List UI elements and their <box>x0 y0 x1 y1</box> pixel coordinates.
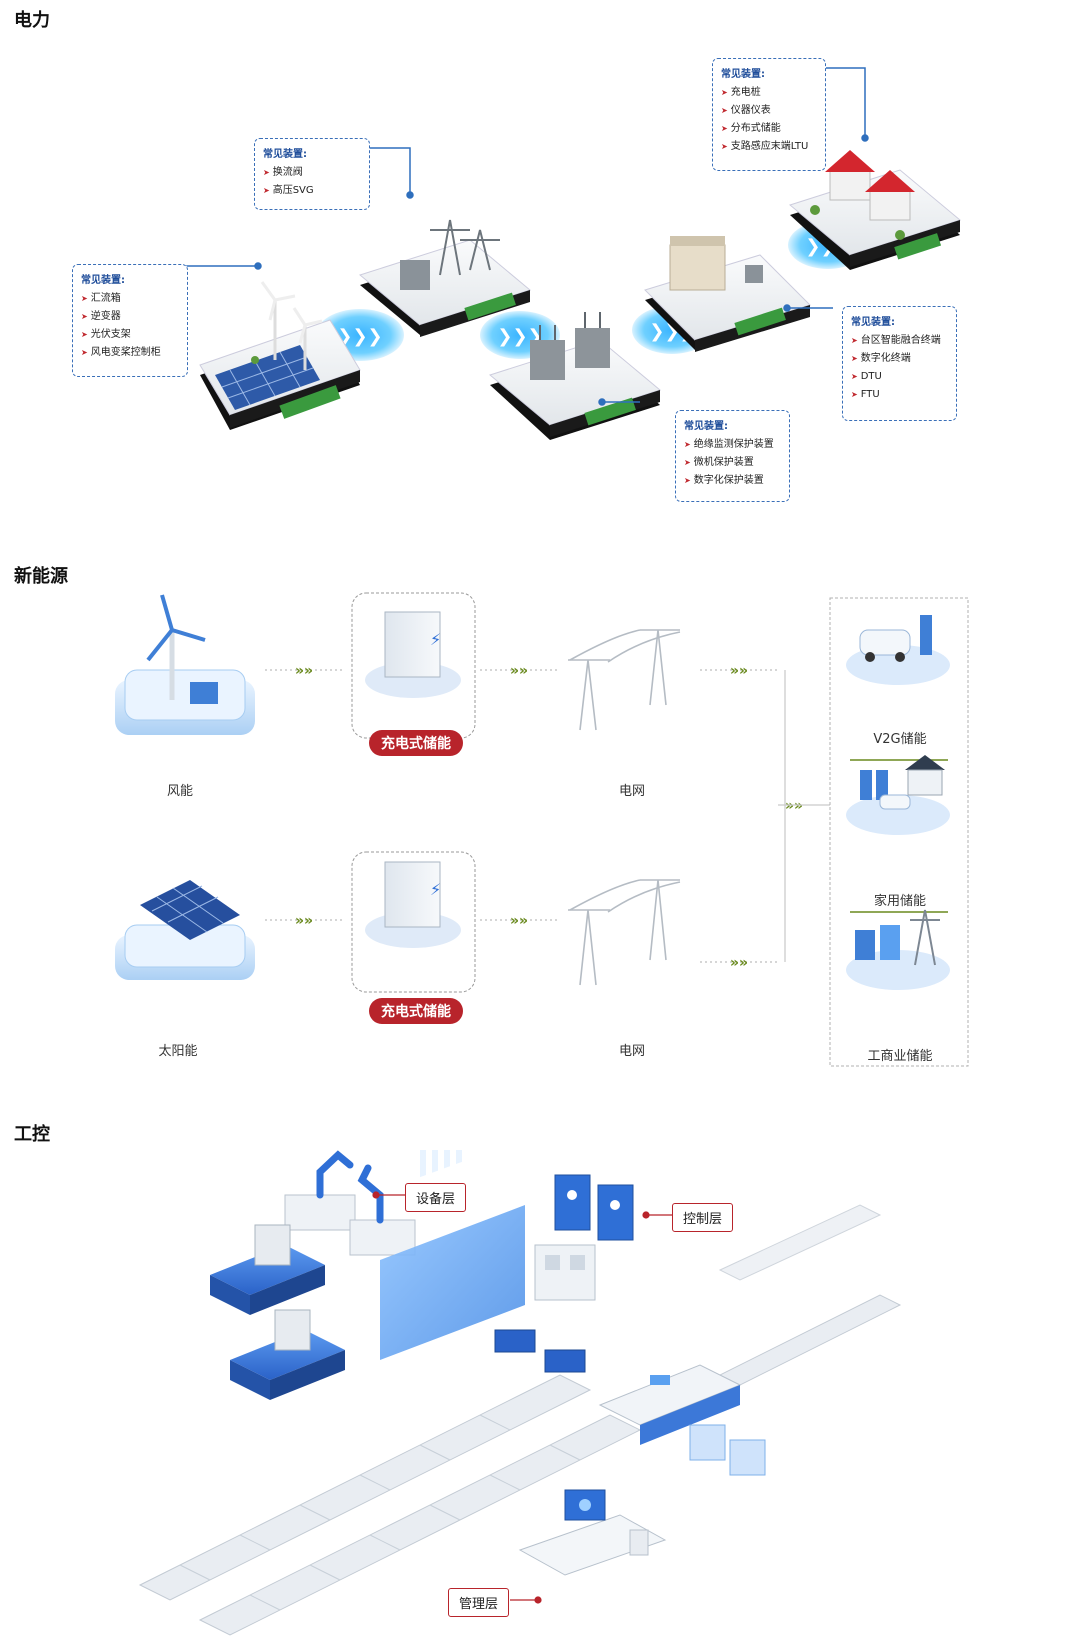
leader-lines <box>180 67 869 406</box>
storage-frame-2: ⚡ <box>351 851 476 993</box>
management-layer-label: 管理层 <box>448 1588 510 1617</box>
grid-tower-icon-2 <box>568 879 681 986</box>
svg-text:»»: »» <box>730 955 748 971</box>
svg-text:»»: »» <box>785 798 803 814</box>
device-item: 支路感应末端LTU <box>721 138 817 156</box>
cnc-machine-icon-2 <box>230 1309 345 1400</box>
svg-text:»»: »» <box>295 663 313 679</box>
device-item: 光伏支架 <box>81 326 179 344</box>
device-box-generation: 常见装置: 汇流箱 逆变器 光伏支架 风电变桨控制柜 <box>72 264 188 377</box>
v2g-icon <box>846 615 950 685</box>
device-item: 充电桩 <box>721 84 817 102</box>
wind-energy-icon <box>115 594 255 735</box>
flow-dots <box>265 669 780 963</box>
device-item: 数字化终端 <box>851 350 948 368</box>
storage-tag-2: 充电式储能 <box>369 998 463 1024</box>
device-item: FTU <box>851 386 948 404</box>
svg-text:»»: »» <box>730 663 748 679</box>
cnc-machine-icon-1 <box>210 1224 325 1315</box>
device-item: 高压SVG <box>263 182 361 200</box>
control-console-icon <box>598 1364 742 1445</box>
new-energy-diagram: »» »» »» »» »» »» »» ⚡ ⚡ <box>115 592 969 1067</box>
section-title-industrial: 工控 <box>14 1124 50 1145</box>
storage-frame-1: ⚡ <box>351 592 476 739</box>
device-item: 换流阀 <box>263 164 361 182</box>
dashboard-screen <box>380 1150 525 1360</box>
wind-label: 风能 <box>166 784 193 799</box>
robot-arm-icon-2 <box>349 1164 416 1256</box>
svg-text:⚡: ⚡ <box>430 880 441 899</box>
device-item: 数字化保护装置 <box>684 472 781 490</box>
device-item: 风电变桨控制柜 <box>81 344 179 362</box>
svg-text:❯❯❯: ❯❯❯ <box>337 326 382 347</box>
control-cabinet-icon <box>554 1174 634 1241</box>
output-label-commercial: 工商业储能 <box>867 1049 933 1064</box>
home-storage-icon <box>846 755 950 835</box>
device-item: 台区智能融合终端 <box>851 332 948 350</box>
device-item: 汇流箱 <box>81 290 179 308</box>
device-box-substation: 常见装置: 绝缘监测保护装置 微机保护装置 数字化保护装置 <box>675 410 790 502</box>
substation-block <box>488 312 662 440</box>
device-item: 绝缘监测保护装置 <box>684 436 781 454</box>
output-label-home: 家用储能 <box>873 894 926 909</box>
generation-block <box>199 281 361 430</box>
solar-label: 太阳能 <box>158 1044 198 1059</box>
svg-text:»»: »» <box>510 913 528 929</box>
flow-chevrons: »» »» »» »» »» »» »» <box>295 663 803 971</box>
svg-text:»»: »» <box>295 913 313 929</box>
section-title-new-energy: 新能源 <box>14 566 68 587</box>
industrial-diagram <box>138 1150 902 1636</box>
device-item: DTU <box>851 368 948 386</box>
device-item: 逆变器 <box>81 308 179 326</box>
power-chain-diagram: ❯❯❯ ❯❯❯ ❯❯❯ ❯❯❯ <box>180 67 962 440</box>
control-layer-label: 控制层 <box>672 1203 734 1232</box>
management-desk-icon <box>518 1489 667 1576</box>
solar-energy-icon <box>115 880 255 980</box>
device-item: 仪器仪表 <box>721 102 817 120</box>
callout-pointers <box>372 1191 672 1604</box>
device-box-consumption: 常见装置: 充电桩 仪器仪表 分布式储能 支路感应末端LTU <box>712 58 826 171</box>
distribution-block <box>644 236 811 352</box>
device-box-transmission: 常见装置: 换流阀 高压SVG <box>254 138 370 210</box>
robot-arm-icon-1 <box>284 1150 356 1231</box>
device-item: 分布式储能 <box>721 120 817 138</box>
equipment-layer-label: 设备层 <box>405 1183 467 1212</box>
conveyor-belts <box>138 1204 902 1636</box>
factory-building-icon <box>534 1244 596 1301</box>
output-label-v2g: V2G储能 <box>873 732 927 747</box>
merge-lines <box>778 670 830 962</box>
svg-text:⚡: ⚡ <box>430 630 441 649</box>
consumption-block <box>788 150 962 270</box>
storage-tag-1: 充电式储能 <box>369 730 463 756</box>
grid-label-2: 电网 <box>618 1044 645 1059</box>
commercial-storage-icon <box>846 909 950 990</box>
device-item: 微机保护装置 <box>684 454 781 472</box>
storage-cube-icon <box>689 1424 766 1476</box>
section-title-power: 电力 <box>14 10 50 31</box>
agv-cart-icon <box>494 1329 586 1373</box>
grid-label-1: 电网 <box>618 784 645 799</box>
svg-text:»»: »» <box>510 663 528 679</box>
device-box-distribution: 常见装置: 台区智能融合终端 数字化终端 DTU FTU <box>842 306 957 421</box>
transmission-block <box>358 219 532 337</box>
grid-tower-icon-1 <box>568 629 681 731</box>
